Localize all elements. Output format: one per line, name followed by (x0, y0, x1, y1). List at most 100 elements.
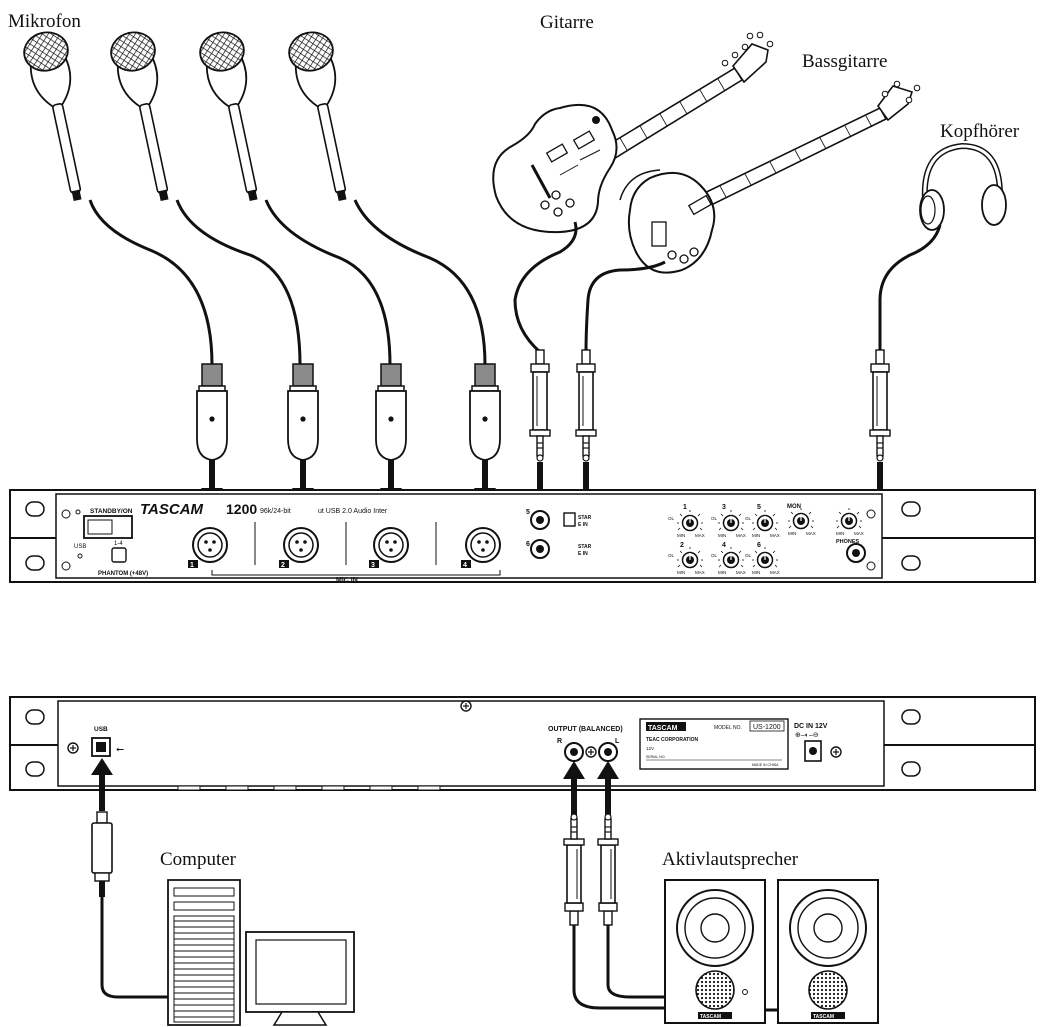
plate-made-in: MADE IN CHINA (752, 763, 779, 767)
mic-number-1: 1 (190, 562, 194, 569)
xlr-plug-4 (469, 363, 501, 461)
mic-in-label: MIC IN (336, 577, 358, 584)
knob-number-3: 3 (722, 504, 726, 511)
min-label-1: MIN (677, 533, 685, 538)
max-label-3: MAX (736, 533, 746, 538)
knob-number-5: 5 (757, 504, 761, 511)
computer-label: Computer (160, 849, 237, 870)
microphone-label: Mikrofon (8, 11, 81, 32)
usb-plug (91, 811, 113, 897)
plate-model-label: MODEL NO. (714, 725, 742, 731)
usb-symbol-icon: ⭠ (116, 744, 124, 755)
usb-cable (100, 895, 175, 999)
guitar-label: Gitarre (540, 12, 594, 33)
speaker-right-brand: TASCAM (813, 1014, 834, 1020)
speaker-left (664, 879, 766, 1024)
headphones (919, 142, 1007, 231)
ol-label-2: OL (668, 553, 675, 558)
xlr-plug-2 (287, 363, 319, 461)
dc-in-jack[interactable] (804, 740, 822, 762)
computer-tower (167, 879, 241, 1026)
jack-plug-headphones (869, 349, 891, 462)
mon-label: MON (787, 504, 801, 510)
guitar-switch-5[interactable] (563, 512, 576, 527)
mic-socket-3[interactable] (373, 527, 409, 563)
mic-socket-2[interactable] (283, 527, 319, 563)
ol-label-3: OL (711, 516, 718, 521)
max-label-mon: MAX (806, 531, 816, 536)
ol-label-6: OL (745, 553, 752, 558)
line-input-6[interactable] (530, 539, 550, 559)
plate-brand: TASCAM (648, 725, 678, 732)
output-r-label: R (557, 738, 562, 745)
line-input-5[interactable] (530, 510, 550, 530)
standby-label: STANDBY/ON (90, 508, 133, 515)
mic-cables (88, 199, 487, 366)
guitar-cable (513, 221, 578, 354)
front-panel (9, 489, 1036, 583)
output-r-jack[interactable] (564, 742, 584, 762)
front-subtitle: 96k/24-bit (260, 508, 291, 515)
mic-socket-4[interactable] (465, 527, 501, 563)
xlr-plug-3 (375, 363, 407, 461)
jack-plug-out-l (597, 813, 619, 926)
guitar-switch-6-label-2: E IN (578, 551, 588, 557)
knob-number-1: 1 (683, 504, 687, 511)
output-l-jack[interactable] (598, 742, 618, 762)
jack-plug-bass (575, 349, 597, 462)
line-number-6: 6 (526, 541, 530, 548)
max-label-4: MAX (736, 570, 746, 575)
headphones-label: Kopfhörer (940, 121, 1020, 142)
front-brand: TASCAM (140, 501, 204, 518)
jack-plug-out-r (563, 813, 585, 926)
microphone-4 (284, 27, 366, 206)
microphone-2 (106, 27, 188, 206)
plate-model: US-1200 (753, 724, 781, 731)
headphone-cable (878, 224, 942, 352)
jack-plug-guitar (529, 349, 551, 462)
mic-socket-1[interactable] (192, 527, 228, 563)
microphone-1 (19, 27, 101, 206)
min-label-6: MIN (752, 570, 760, 575)
phantom-button[interactable] (111, 547, 127, 563)
output-label: OUTPUT (BALANCED) (548, 726, 623, 733)
mic-number-badges (188, 560, 471, 568)
serial-plate (639, 718, 789, 770)
plate-voltage: 12V (646, 746, 654, 751)
phones-label: PHONES (836, 539, 860, 545)
rear-usb-label: USB (94, 726, 108, 733)
speaker-right (777, 879, 879, 1024)
mic-number-2: 2 (281, 562, 285, 569)
output-l-label: L (615, 738, 620, 745)
knob-number-4: 4 (722, 542, 726, 549)
guitar-switch-5-label: STAR (578, 515, 592, 521)
mic-dividers (211, 522, 501, 576)
bass-label: Bassgitarre (802, 51, 887, 72)
front-subtitle-2: ut USB 2.0 Audio Inter (318, 508, 388, 515)
min-label-3: MIN (718, 533, 726, 538)
computer-monitor (245, 931, 355, 1026)
max-label-2: MAX (695, 570, 705, 575)
ol-label-1: OL (668, 516, 675, 521)
knob-number-2: 2 (680, 542, 684, 549)
rear-arrows (91, 758, 619, 817)
dc-polarity-icon: ⊕–◐–⊖ (795, 732, 819, 739)
phones-jack[interactable] (846, 543, 866, 563)
mic-number-3: 3 (371, 562, 375, 569)
plate-company: TEAC CORPORATION (646, 737, 699, 743)
mic-number-4: 4 (463, 562, 467, 569)
min-label-mon: MIN (788, 531, 796, 536)
ol-label-5: OL (745, 516, 752, 521)
knob-number-6: 6 (757, 542, 761, 549)
phantom-group-label: 1-4 (114, 541, 123, 547)
front-model: 1200 (226, 501, 257, 517)
min-label-4: MIN (718, 570, 726, 575)
bass-guitar (619, 80, 921, 274)
rear-panel (9, 696, 1036, 791)
speakers-label: Aktivlautsprecher (662, 849, 799, 870)
speaker-left-brand: TASCAM (700, 1014, 721, 1020)
guitar-switch-6-label: STAR (578, 544, 592, 550)
usb-port[interactable] (91, 737, 111, 757)
line-number-5: 5 (526, 509, 530, 516)
